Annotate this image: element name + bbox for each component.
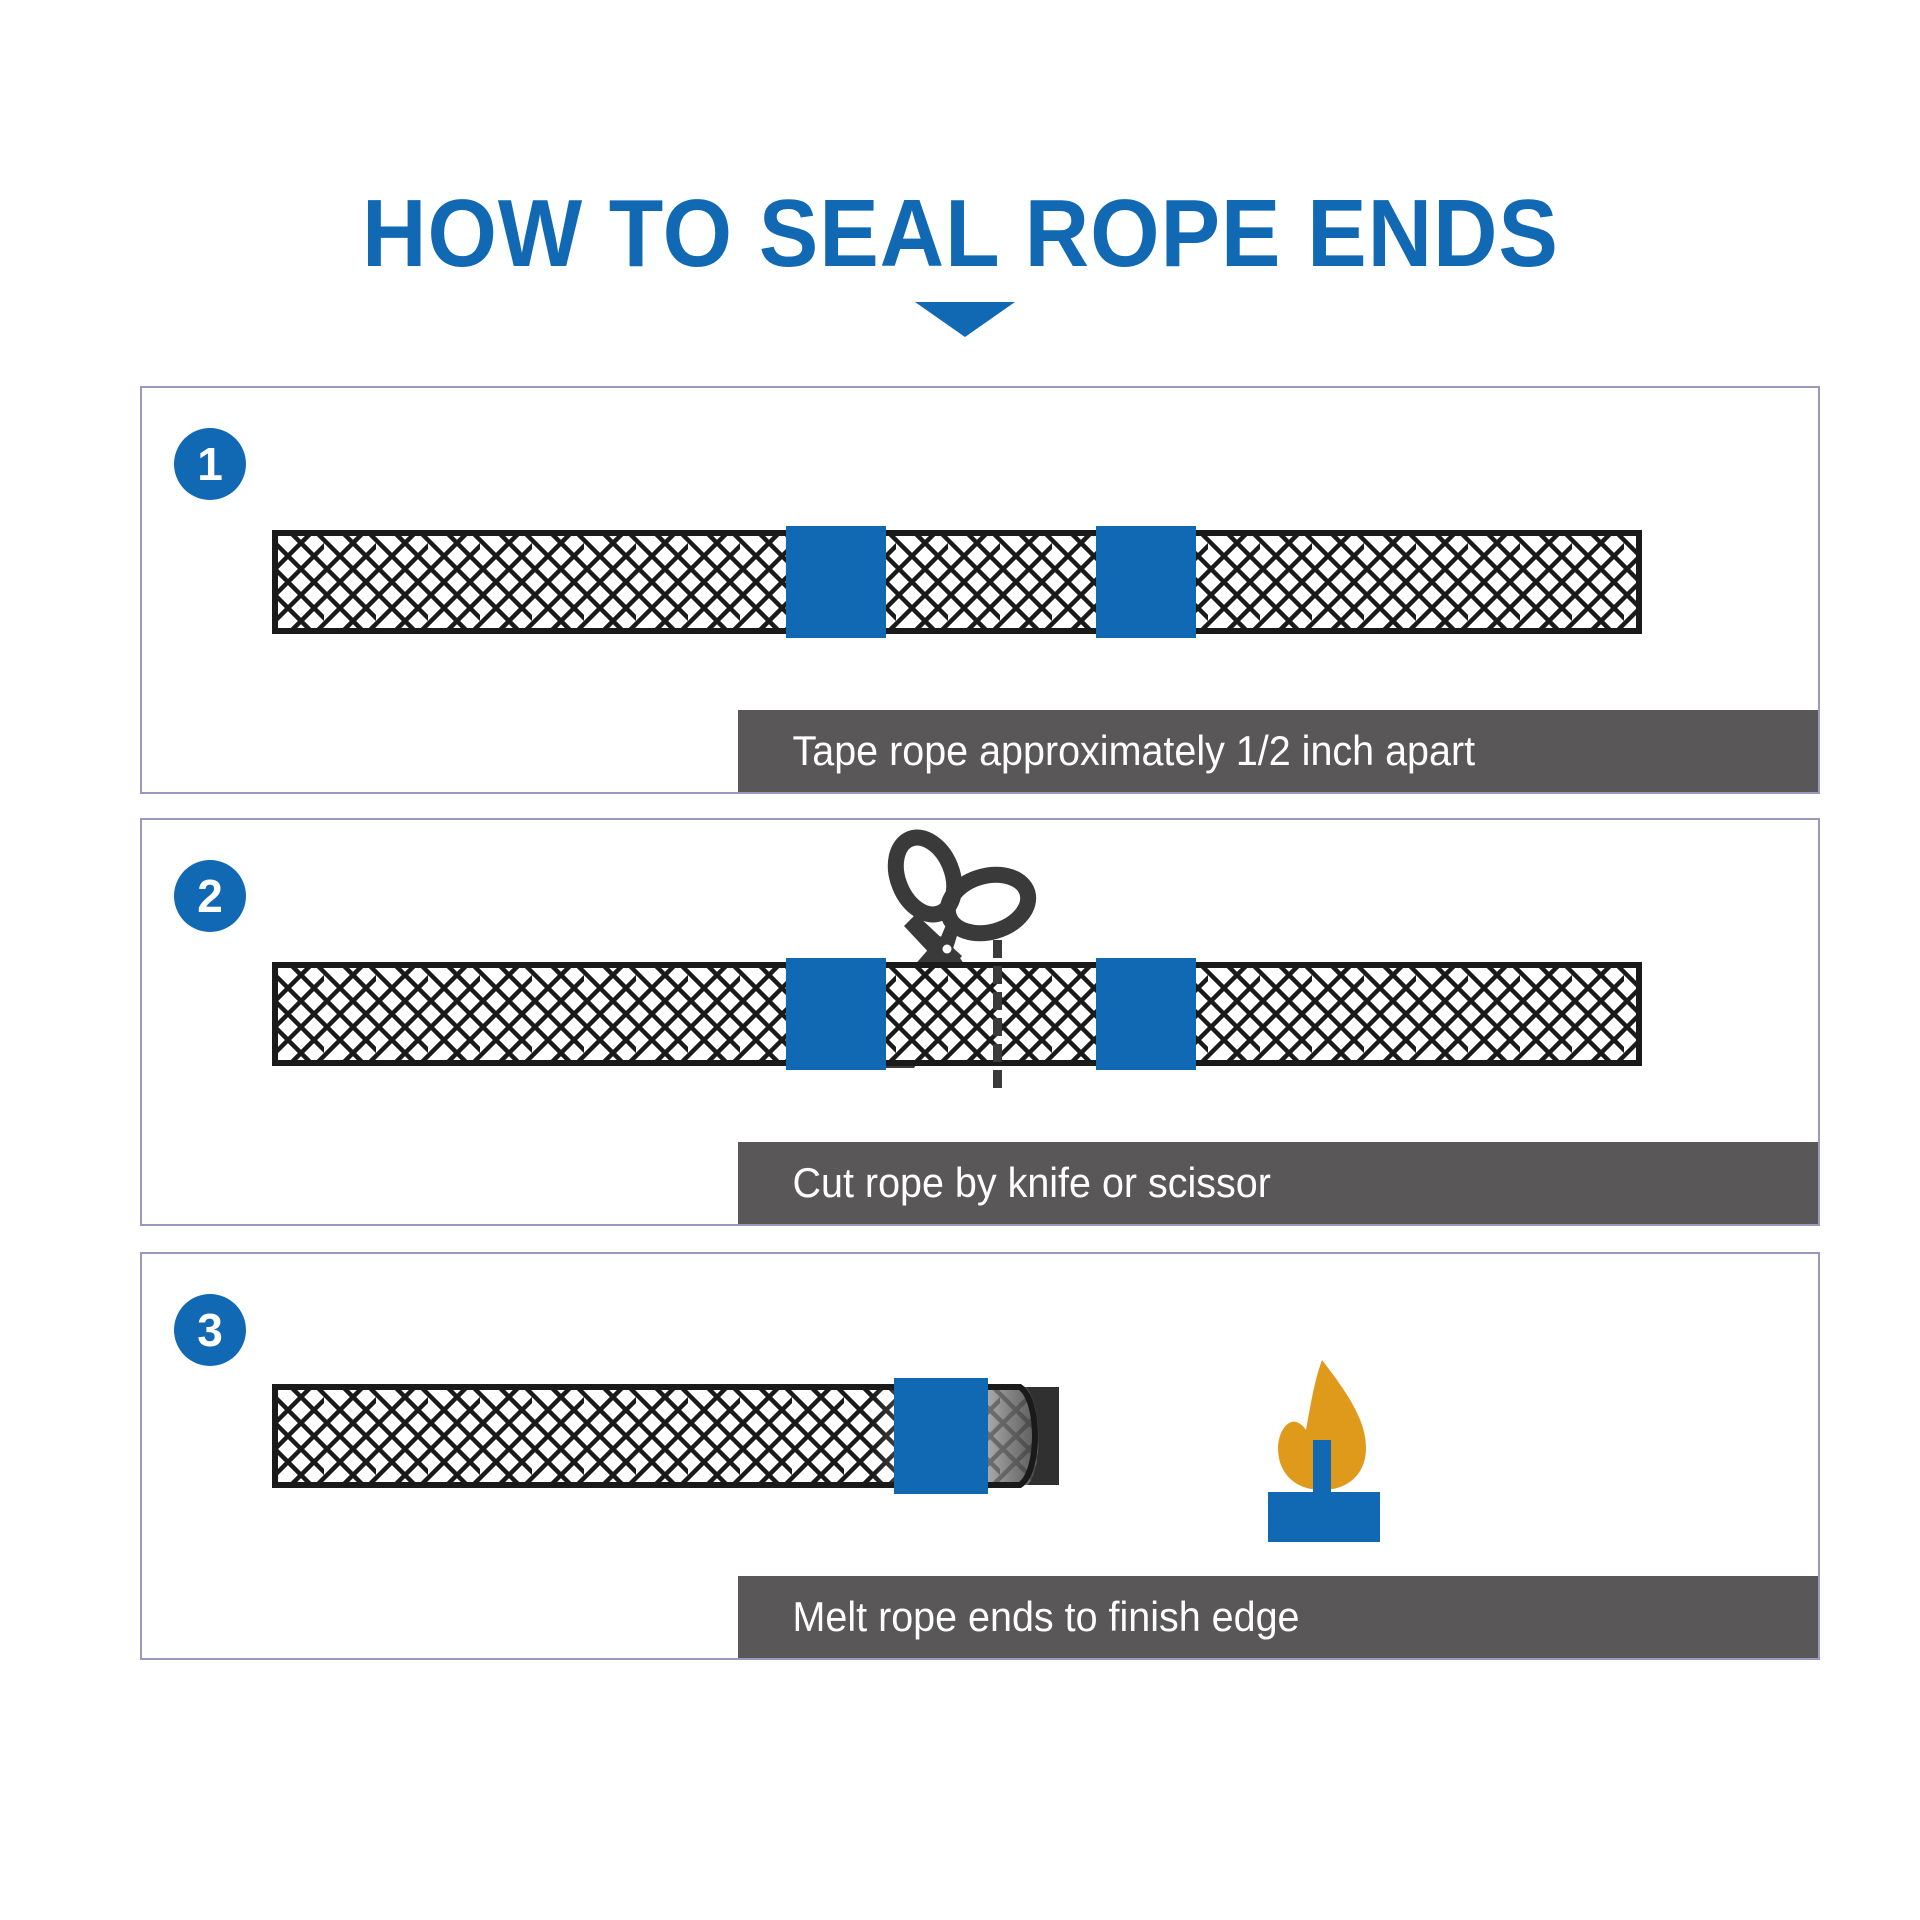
rope-braid-graphic: [272, 530, 1642, 634]
page-title: HOW TO SEAL ROPE ENDS: [361, 180, 1559, 287]
page-title-block: HOW TO SEAL ROPE ENDS: [0, 180, 1920, 337]
candle-wick: [1313, 1440, 1331, 1492]
rope-illustration-2: [272, 958, 1642, 1070]
step-number-badge-1: 1: [174, 428, 246, 500]
rope-illustration-3: [272, 1378, 1062, 1494]
step-caption-text-2: Cut rope by knife or scissor: [792, 1159, 1271, 1206]
dashed-cut-line-icon: [993, 940, 1002, 1088]
rope-braid-graphic: [272, 962, 1642, 1066]
candle-flame-icon: [1268, 1360, 1380, 1542]
flame-shape: [1278, 1360, 1366, 1490]
step-caption-bar-2: Cut rope by knife or scissor: [738, 1142, 1818, 1224]
step-caption-bar-3: Melt rope ends to finish edge: [738, 1576, 1818, 1658]
step-caption-bar-1: Tape rope approximately 1/2 inch apart: [738, 710, 1818, 792]
step-panel-3: 3: [140, 1252, 1820, 1660]
step-number-badge-2: 2: [174, 860, 246, 932]
step-number-badge-3: 3: [174, 1294, 246, 1366]
tape-band-2a: [786, 958, 886, 1070]
tape-band-1a: [786, 526, 886, 638]
step-panel-1: 1: [140, 386, 1820, 794]
tape-band-3a: [894, 1378, 988, 1494]
step-caption-text-3: Melt rope ends to finish edge: [792, 1593, 1300, 1640]
step-caption-text-1: Tape rope approximately 1/2 inch apart: [792, 727, 1476, 774]
step-panel-2: 2: [140, 818, 1820, 1226]
tape-band-2b: [1096, 958, 1196, 1070]
rope-illustration-1: [272, 526, 1642, 638]
triangle-down-icon: [915, 302, 1015, 337]
tape-band-1b: [1096, 526, 1196, 638]
candle-body: [1268, 1492, 1380, 1542]
